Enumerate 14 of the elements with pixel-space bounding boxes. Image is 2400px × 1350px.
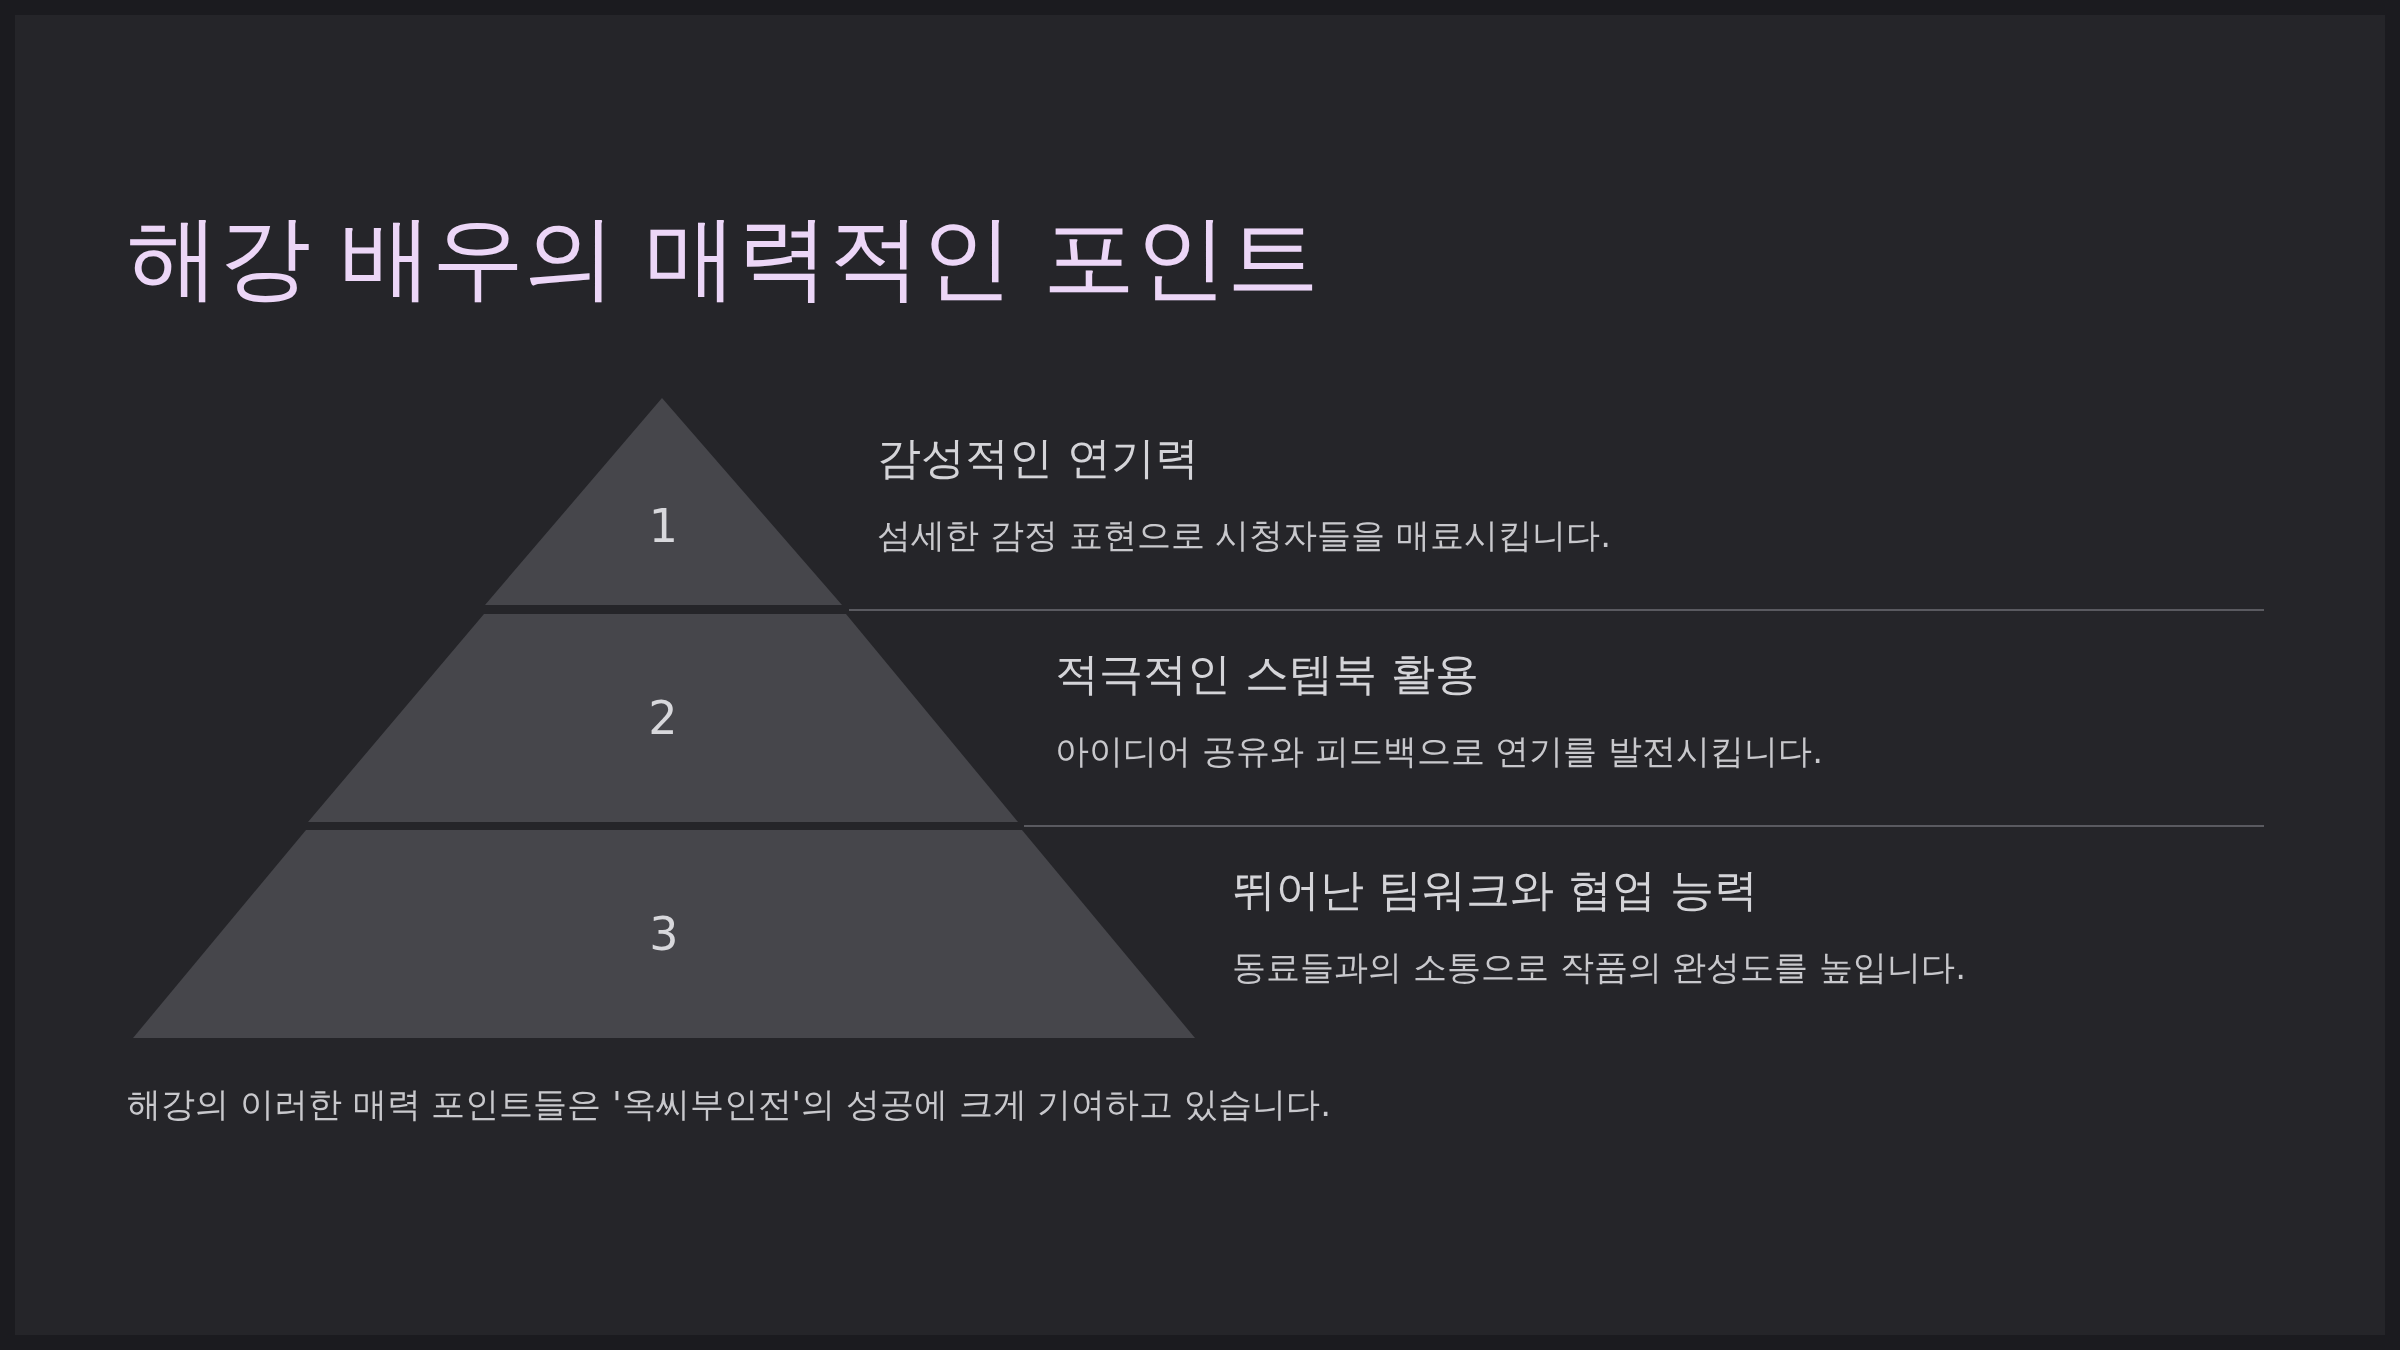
level-number: 1 <box>647 503 680 550</box>
level-number: 2 <box>647 695 679 741</box>
level-description: 아이디어 공유와 피드백으로 연기를 발전시킵니다. <box>1055 734 1824 768</box>
level-description: 섬세한 감정 표현으로 시청자들을 매료시킵니다. <box>877 518 1612 552</box>
level-heading: 뛰어난 팀워크와 협업 능력 <box>1232 868 1758 912</box>
level-description: 동료들과의 소통으로 작품의 완성도를 높입니다. <box>1232 950 1967 984</box>
caption: 해강의 이러한 매력 포인트들은 '옥씨부인전'의 성공에 크게 기여하고 있습니다. <box>127 1087 1331 1121</box>
title: 해강 배우의 매력적인 포인트 <box>127 212 1319 304</box>
pyramid-level <box>133 830 1195 1038</box>
level-number: 3 <box>648 911 680 957</box>
level-heading: 감성적인 연기력 <box>877 436 1199 480</box>
pyramid-level <box>308 614 1018 822</box>
level-heading: 적극적인 스텝북 활용 <box>1055 652 1479 696</box>
pyramid-level <box>485 398 842 605</box>
